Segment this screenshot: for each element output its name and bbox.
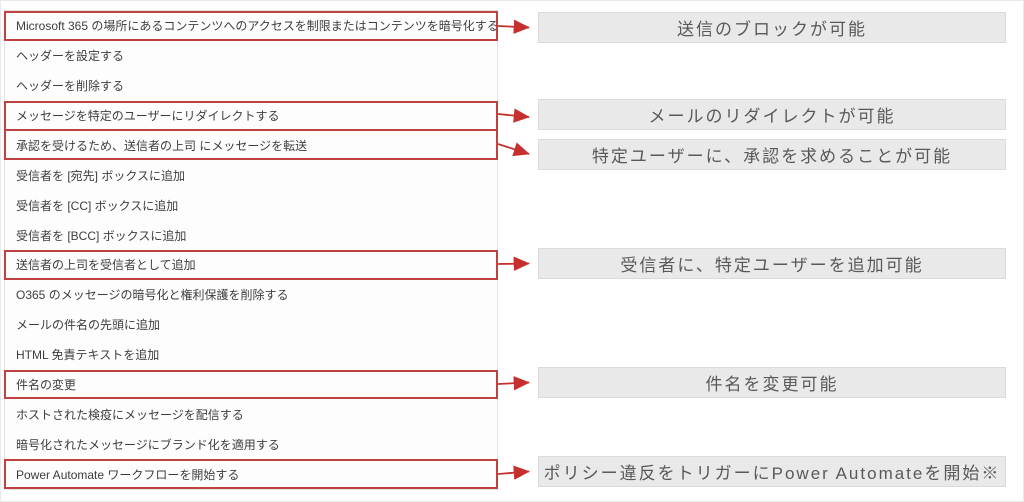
connector-arrow-change-subject — [497, 376, 530, 391]
callout-block-sending: 送信のブロックが可能 — [538, 12, 1006, 43]
action-restrict-or-encrypt-content[interactable]: Microsoft 365 の場所にあるコンテンツへのアクセスを制限またはコンテ… — [4, 11, 499, 41]
action-set-header[interactable]: ヘッダーを設定する — [16, 49, 125, 64]
connector-arrow-mail-redirect — [497, 108, 530, 123]
action-deliver-to-hosted-quarantine[interactable]: ホストされた検疫にメッセージを配信する — [16, 407, 244, 422]
callout-power-automate: ポリシー違反をトリガーにPower Automateを開始※ — [538, 456, 1006, 487]
action-list: Microsoft 365 の場所にあるコンテンツへのアクセスを制限またはコンテ… — [4, 10, 499, 490]
action-apply-branding-encrypted[interactable]: 暗号化されたメッセージにブランド化を適用する — [16, 437, 280, 452]
action-add-html-disclaimer[interactable]: HTML 免責テキストを追加 — [16, 348, 160, 363]
action-add-recipient-cc[interactable]: 受信者を [CC] ボックスに追加 — [16, 198, 179, 213]
connector-arrow-request-approval — [497, 142, 530, 157]
callout-change-subject: 件名を変更可能 — [538, 367, 1006, 398]
connector-arrow-power-automate — [497, 465, 530, 480]
action-forward-for-approval[interactable]: 承認を受けるため、送信者の上司 にメッセージを転送 — [4, 128, 498, 161]
action-start-power-automate[interactable]: Power Automate ワークフローを開始する — [4, 459, 498, 489]
connector-arrow-add-recipient — [497, 256, 530, 271]
action-add-recipient-to[interactable]: 受信者を [宛先] ボックスに追加 — [16, 168, 185, 183]
callout-mail-redirect: メールのリダイレクトが可能 — [538, 99, 1006, 130]
action-remove-o365-encryption[interactable]: O365 のメッセージの暗号化と権利保護を削除する — [16, 288, 289, 303]
action-prepend-subject[interactable]: メールの件名の先頭に追加 — [16, 318, 161, 333]
action-remove-header[interactable]: ヘッダーを削除する — [16, 79, 125, 94]
connector-arrow-block-sending — [497, 19, 530, 34]
callout-add-recipient: 受信者に、特定ユーザーを追加可能 — [538, 248, 1006, 279]
action-change-subject[interactable]: 件名の変更 — [4, 369, 498, 400]
callout-request-approval: 特定ユーザーに、承認を求めることが可能 — [538, 139, 1006, 170]
action-add-recipient-bcc[interactable]: 受信者を [BCC] ボックスに追加 — [16, 228, 187, 243]
action-redirect-message[interactable]: メッセージを特定のユーザーにリダイレクトする — [4, 100, 498, 131]
action-add-senders-manager[interactable]: 送信者の上司を受信者として追加 — [4, 250, 498, 280]
